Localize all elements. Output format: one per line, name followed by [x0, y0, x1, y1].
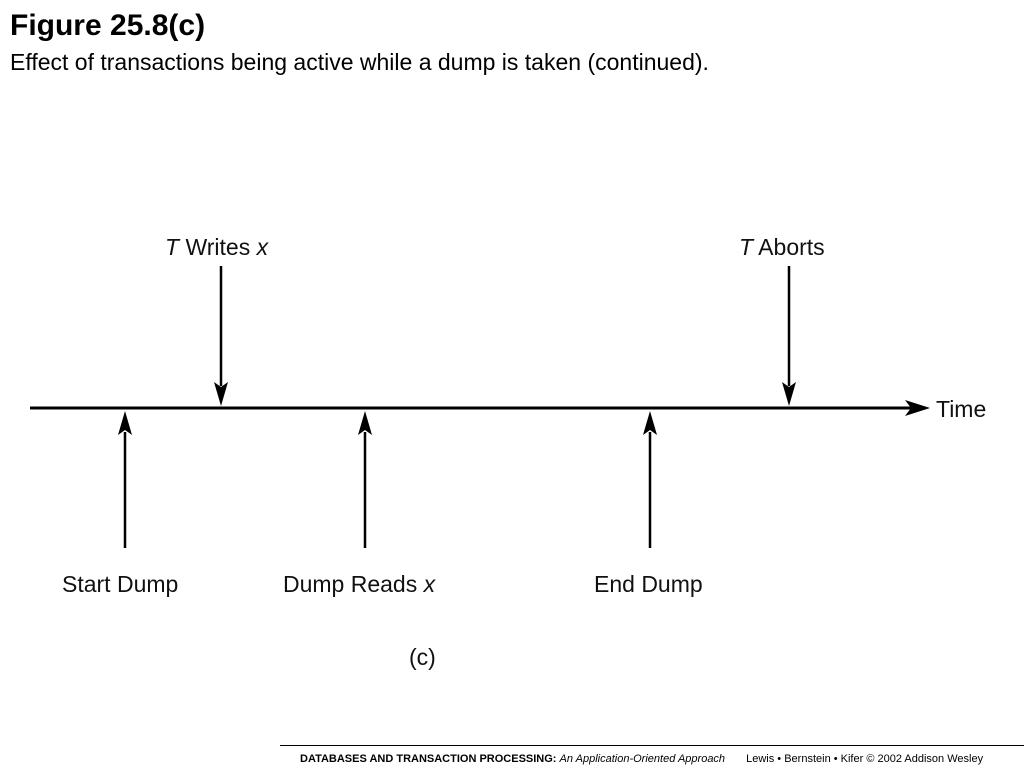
t-aborts-label-verb: Aborts — [753, 234, 825, 260]
t-writes-x-label-subject: T — [165, 234, 181, 260]
t-writes-x-label: T Writes x — [165, 234, 270, 260]
t-aborts-label-subject: T — [739, 234, 755, 260]
footer-book-subtitle: An Application-Oriented Approach — [559, 753, 726, 765]
dump-reads-x-label-verb: Dump Reads — [283, 571, 424, 597]
t-aborts-label: T Aborts — [739, 234, 825, 260]
footer-credit: Lewis • Bernstein • Kifer © 2002 Addison… — [746, 753, 984, 765]
dump-reads-x-label: Dump Reads x — [283, 571, 437, 597]
time-axis-label: Time — [936, 396, 986, 422]
dump-reads-x-arrowhead — [358, 411, 372, 435]
t-writes-x-label-verb: Writes — [179, 234, 257, 260]
dump-reads-x-label-object: x — [423, 571, 437, 597]
time-axis-arrowhead — [905, 400, 930, 416]
t-writes-x-label-object: x — [256, 234, 270, 260]
t-aborts-arrowhead — [782, 382, 796, 406]
figure-caption: Effect of transactions being active whil… — [10, 49, 709, 75]
t-writes-x-arrowhead — [214, 382, 228, 406]
panel-label: (c) — [409, 644, 436, 670]
footer: DATABASES AND TRANSACTION PROCESSING: An… — [300, 752, 983, 766]
figure-title: Figure 25.8(c) — [10, 9, 206, 42]
footer-divider — [280, 745, 1024, 746]
start-dump-arrowhead — [118, 411, 132, 435]
end-dump-label: End Dump — [594, 571, 703, 597]
footer-book-title: DATABASES AND TRANSACTION PROCESSING: — [300, 753, 557, 765]
end-dump-arrowhead — [643, 411, 657, 435]
start-dump-label: Start Dump — [62, 571, 178, 597]
